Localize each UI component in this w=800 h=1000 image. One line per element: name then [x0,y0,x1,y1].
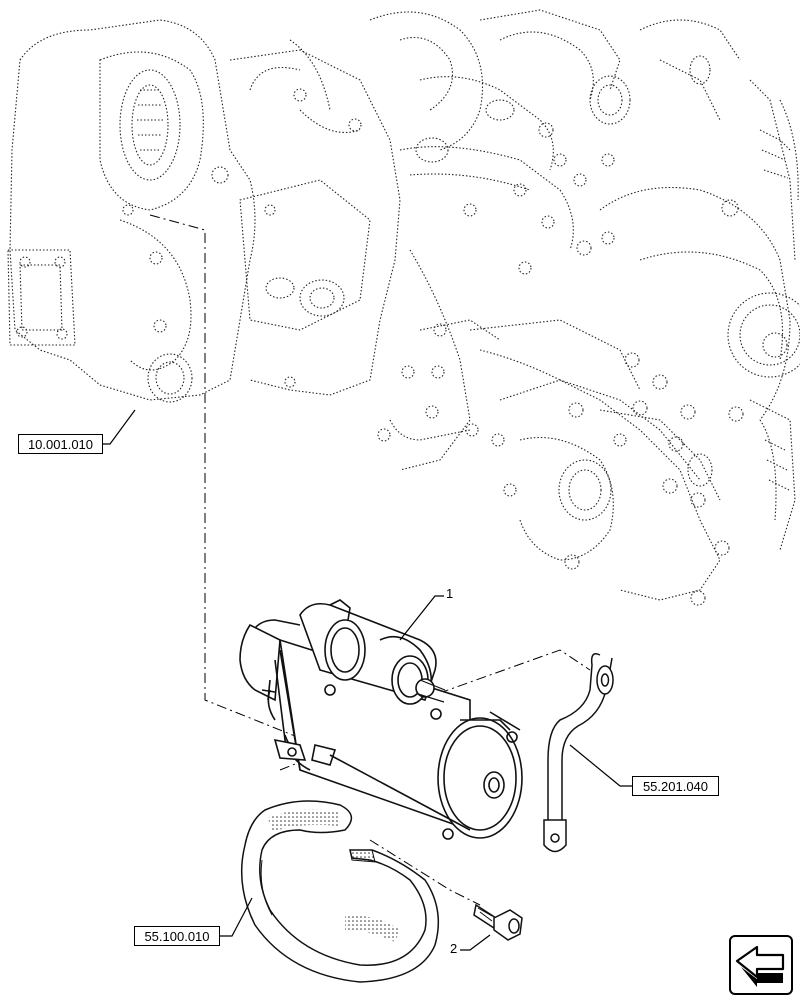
battery-cable-drawing [543,653,614,853]
wiring-harness-drawing [240,800,440,983]
item-number-starter-motor[interactable]: 1 [446,586,454,601]
engine-block-drawing [7,9,800,606]
alignment-lines [149,214,591,906]
ref-engine-block-label[interactable]: 10.001.010 [18,434,103,454]
ref-battery-cable-label[interactable]: 55.201.040 [632,776,719,796]
bolt-drawing [473,903,523,941]
callout-leaders [103,409,632,951]
starter-motor-drawing [239,599,523,840]
item-number-bolt[interactable]: 2 [450,941,458,956]
ref-wiring-harness-label[interactable]: 55.100.010 [134,926,220,946]
back-navigation-button[interactable] [729,935,793,995]
back-arrow-icon [735,945,785,987]
